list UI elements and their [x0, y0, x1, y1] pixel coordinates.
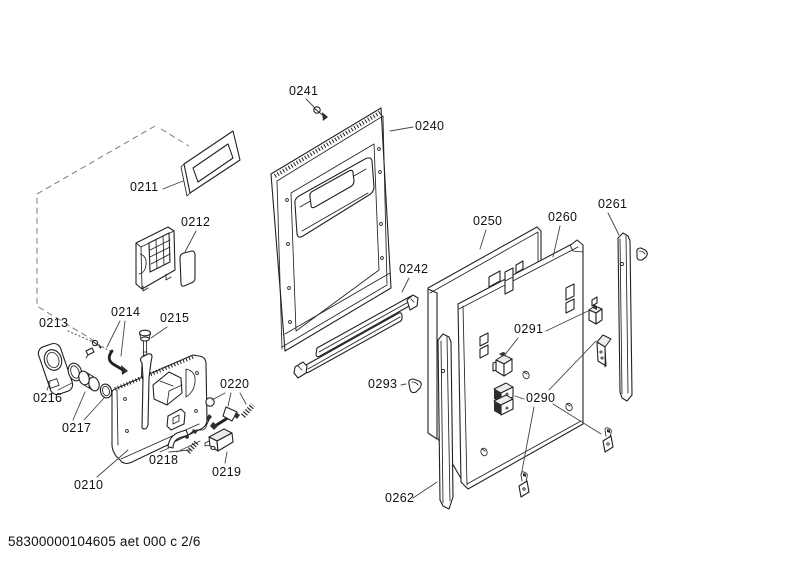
part-label-0213: 0213 [39, 316, 69, 330]
inner-door-panel-drawing [270, 107, 392, 352]
part-label-0250: 0250 [473, 214, 503, 228]
ring-lever-spring-drawing [205, 397, 256, 430]
part-label-0215: 0215 [160, 311, 190, 325]
door-screw-holes [285, 147, 384, 324]
leader-lines [46, 98, 620, 499]
actuator-drawing [204, 428, 234, 452]
part-label-0214: 0214 [111, 305, 141, 319]
part-label-0261: 0261 [598, 197, 628, 211]
hose-wire-spring-drawing [167, 414, 212, 454]
part-label-0212: 0212 [181, 215, 211, 229]
panel-holes [480, 370, 573, 457]
part-label-0260: 0260 [548, 210, 578, 224]
phantom-outline [36, 125, 190, 343]
panel-0260-drawing [457, 239, 584, 490]
part-label-0219: 0219 [212, 465, 242, 479]
strip-0261-drawing [617, 232, 648, 402]
lower-trim-strip-drawing [293, 294, 419, 379]
part-label-0293: 0293 [368, 377, 398, 391]
part-label-0242: 0242 [399, 262, 429, 276]
screw-0241-drawing [313, 106, 328, 121]
part-label-0220: 0220 [220, 377, 250, 391]
part-label-0210: 0210 [74, 478, 104, 492]
part-label-0291: 0291 [514, 322, 544, 336]
strip-0262-drawing [437, 333, 454, 510]
part-label-0290: 0290 [526, 391, 556, 405]
part-label-0240: 0240 [415, 119, 445, 133]
window-frame-drawing [180, 130, 241, 197]
part-label-0216: 0216 [33, 391, 63, 405]
part-label-0218: 0218 [149, 453, 179, 467]
part-label-0241: 0241 [289, 84, 319, 98]
cassette-bracket-drawing [135, 226, 196, 292]
part-label-0217: 0217 [62, 421, 92, 435]
mounting-brackets-drawing [493, 334, 614, 498]
fasteners-0213-drawing [67, 330, 111, 359]
bent-lever-drawing [107, 349, 128, 375]
document-number: 58300000104605 aet 000 c 2/6 [8, 534, 201, 549]
latch-clips-drawing [492, 296, 603, 377]
coupler-drawing [78, 370, 113, 399]
clip-0293-drawing [400, 378, 422, 394]
part-label-0262: 0262 [385, 491, 415, 505]
part-label-0211: 0211 [130, 180, 159, 194]
escutcheon-drawing [37, 342, 83, 396]
